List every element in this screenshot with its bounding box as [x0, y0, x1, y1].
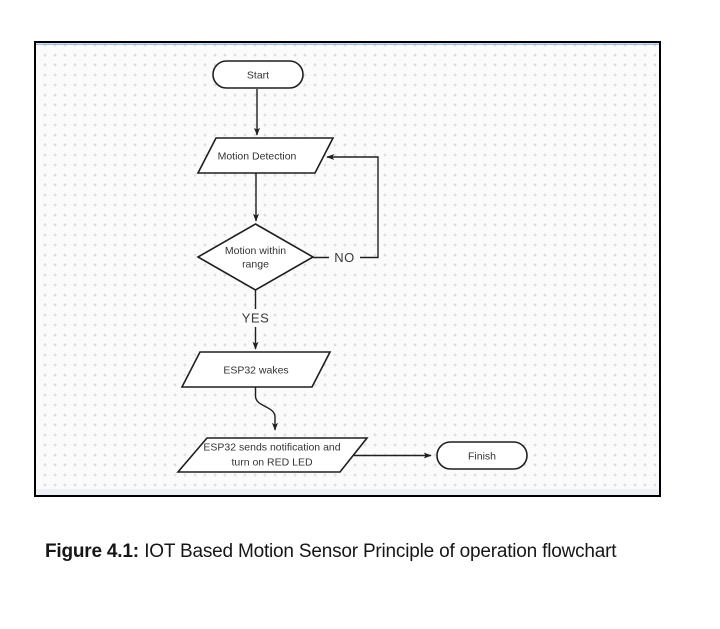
- no-label-background: [329, 248, 360, 267]
- yes-label-background: [240, 309, 271, 327]
- figure-caption-label: Figure 4.1:: [45, 541, 139, 562]
- motion-detection-label: Motion Detection: [218, 151, 297, 163]
- esp32-wakes-label: ESP32 wakes: [223, 365, 288, 377]
- notify-node: [176, 437, 369, 473]
- figure-caption: Figure 4.1:IOT Based Motion Sensor Princ…: [45, 541, 685, 563]
- no-label: NO: [334, 250, 355, 265]
- decision-node: [196, 223, 315, 291]
- decision-label-line2: range: [242, 259, 269, 271]
- notify-label-line1: ESP32 sends notification and: [203, 442, 340, 454]
- flowchart-frame: YES NO Start Motion Detection Motion wit…: [34, 41, 661, 497]
- edge-wakes-to-notify: [254, 387, 278, 431]
- decision-label-line1: Motion within: [225, 245, 286, 257]
- yes-label: YES: [242, 311, 270, 326]
- figure-caption-text: IOT Based Motion Sensor Principle of ope…: [144, 541, 617, 562]
- bottom-band: [36, 489, 659, 495]
- start-node: [212, 60, 304, 89]
- motion-detection-node: [196, 137, 335, 174]
- top-accent-line: [36, 43, 659, 45]
- esp32-wakes-node: [180, 351, 332, 388]
- finish-node-label: Finish: [468, 451, 496, 463]
- start-node-label: Start: [247, 70, 269, 82]
- notify-label-line2: turn on RED LED: [231, 457, 313, 469]
- dot-grid: [36, 43, 659, 495]
- flowchart-canvas: YES NO Start Motion Detection Motion wit…: [36, 43, 659, 495]
- finish-node: [436, 441, 528, 470]
